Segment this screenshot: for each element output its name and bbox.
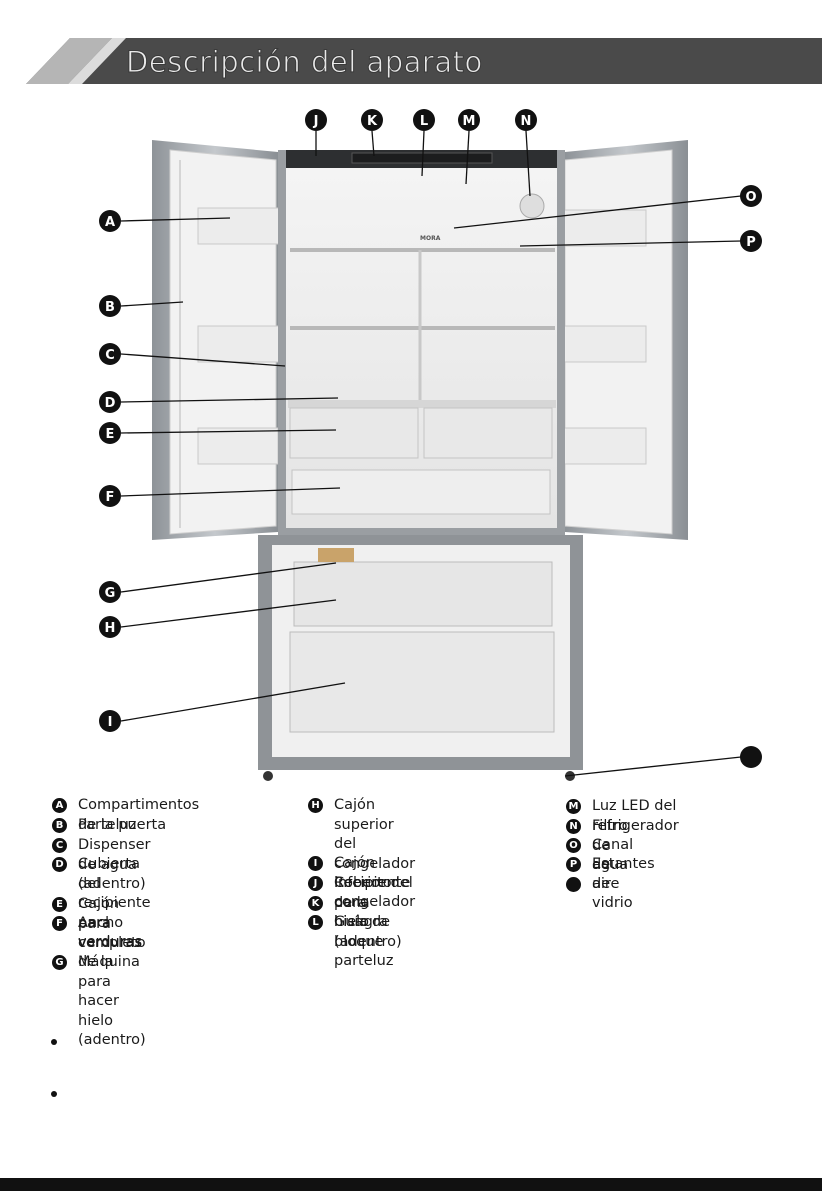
callout-c-letter: C (105, 348, 115, 363)
callout-i-letter: I (108, 715, 113, 730)
top-callouts: J K L M N (305, 109, 537, 131)
legend-text-g: Máquina para hacer hielo (adentro) (78, 953, 146, 1051)
callout-b-letter: B (105, 300, 115, 315)
callout-f-letter: F (106, 490, 115, 505)
callout-blank (740, 746, 762, 768)
callout-d-letter: D (105, 396, 116, 411)
callout-k-letter: K (367, 114, 378, 129)
legend-badge-c: C (52, 838, 67, 853)
legend-column-1: A Compartimentos de la puerta B Parteluz… (52, 796, 302, 996)
legend-text-p: Estantes de vidrio (592, 855, 655, 914)
legend-badge-k: K (308, 896, 323, 911)
callout-g-letter: G (105, 586, 116, 601)
fridge-cabinet: MORA (278, 150, 565, 535)
callout-l-letter: L (420, 114, 428, 129)
legend-badge-a: A (52, 798, 67, 813)
legend-badge-p: P (566, 857, 581, 872)
callout-o-letter: O (745, 190, 756, 205)
legend-badge-e: E (52, 897, 67, 912)
freezer (258, 535, 583, 781)
legend-column-3: M Luz LED del refrigerador N Filtro de a… (566, 797, 816, 897)
legend-badge-i: I (308, 856, 323, 871)
right-door (544, 140, 688, 540)
legend-badge-b: B (52, 818, 67, 833)
legend-badge-n: N (566, 819, 581, 834)
legend-badge-f: F (52, 916, 67, 931)
legend-badge-l: L (308, 915, 323, 930)
callout-j-letter: J (313, 114, 319, 129)
legend-badge-d: D (52, 857, 67, 872)
legend-badge-g: G (52, 955, 67, 970)
fridge-diagram: MORA (0, 0, 822, 790)
callout-h-letter: H (105, 621, 116, 636)
callout-n-letter: N (521, 114, 532, 129)
legend-badge-j: J (308, 876, 323, 891)
callout-p-letter: P (746, 235, 756, 250)
footer-bar (0, 1178, 822, 1191)
legend-badge-blank (566, 877, 581, 892)
legend-badge-m: M (566, 799, 581, 814)
left-callouts: A B C D E F G H I (99, 210, 121, 732)
callout-m-letter: M (463, 114, 476, 129)
brand-label: MORA (420, 235, 441, 242)
bullet-point (51, 1091, 57, 1097)
legend-column-2: H Cajón superior del congelador Recipien… (308, 796, 563, 936)
bullet-point (51, 1039, 57, 1045)
callout-a-letter: A (105, 215, 115, 230)
legend-badge-h: H (308, 798, 323, 813)
legend-badge-o: O (566, 838, 581, 853)
legend-text-l: Guía de bloque parteluz (334, 913, 393, 972)
right-callouts: O P (740, 185, 762, 768)
legend-text-b: Parteluz (78, 816, 136, 836)
callout-e-letter: E (106, 427, 115, 442)
left-door (152, 140, 294, 540)
